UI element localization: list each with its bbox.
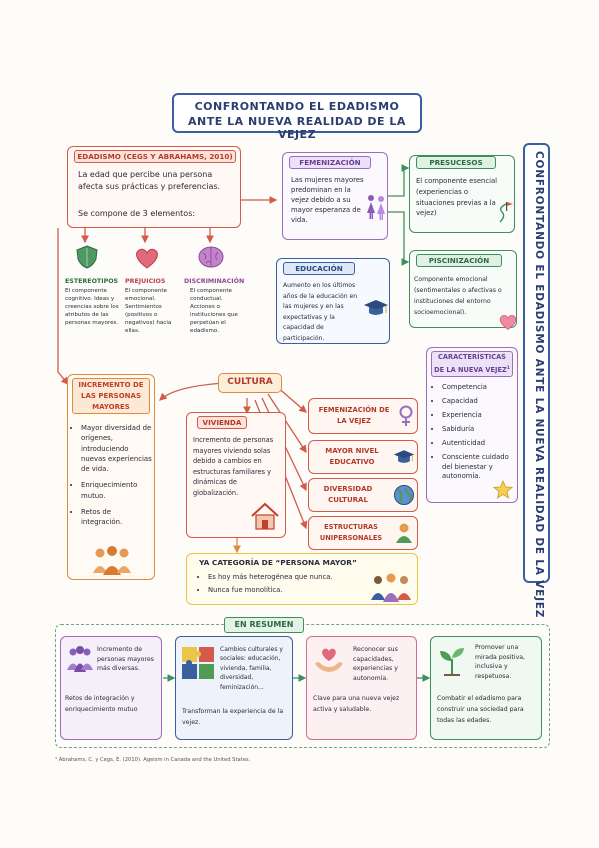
effect-educativo: MAYOR NIVEL EDUCATIVO (308, 440, 418, 474)
categoria-header: YA CATEGORÍA DE “PERSONA MAYOR” (199, 558, 357, 567)
presucesos-header: PRESUCESOS (416, 156, 496, 169)
summary-top-1: Incremento de personas mayores más diver… (97, 646, 154, 672)
element-desc-prejuicios: El componente emocional. Sentimientos (p… (125, 288, 172, 334)
person-icon (396, 523, 412, 543)
summary-step-3: Reconocer sus capacidades, experiencias … (306, 636, 417, 740)
summary-bottom-2: Transforman la experiencia de la vejez. (182, 708, 284, 726)
vivienda-text: Incremento de personas mayores viviendo … (193, 436, 274, 497)
list-item: Sabiduría (442, 425, 517, 435)
globe-icon (394, 485, 414, 505)
list-item: Competencia (442, 383, 517, 393)
heart-icon (499, 315, 517, 330)
categoria-box: YA CATEGORÍA DE “PERSONA MAYOR” Es hoy m… (186, 553, 418, 605)
presucesos-box: PRESUCESOS El componente esencial (exper… (409, 155, 515, 233)
list-item: Experiencia (442, 411, 517, 421)
resumen-header: EN RESUMEN (224, 617, 304, 633)
summary-top-2: Cambios culturales y sociales: educación… (220, 646, 283, 691)
diverse-people-icon (371, 573, 411, 602)
presucesos-text: El componente esencial (experiencias o s… (416, 177, 498, 218)
caracteristicas-header: CARACTERÍSTICAS DE LA NUEVA VEJEZ1 (431, 351, 513, 377)
list-item: Enriquecimiento mutuo. (81, 480, 152, 501)
incremento-box: INCREMENTO DE LAS PERSONAS MAYORES Mayor… (67, 374, 155, 580)
shield-icon (76, 245, 98, 269)
summary-step-4: Promover una mirada positiva, inclusiva … (430, 636, 542, 740)
effect-unipersonales: ESTRUCTURAS UNIPERSONALES (308, 516, 418, 550)
incremento-header: INCREMENTO DE LAS PERSONAS MAYORES (72, 378, 150, 414)
summary-bottom-3: Clave para una nueva vejez activa y salu… (313, 695, 400, 713)
element-name-estereotipos: ESTEREOTIPOS (65, 278, 119, 285)
effect-feminizacion: FEMENIZACIÓN DE LA VEJEZ (308, 398, 418, 434)
piscinizacion-text: Componente emocional (sentimentales o af… (414, 276, 502, 316)
main-title-line1: CONFRONTANDO EL EDADISMO (194, 100, 400, 113)
summary-top-3: Reconocer sus capacidades, experiencias … (353, 646, 398, 682)
feminizacion-box: FEMENIZACIÓN Las mujeres mayores predomi… (282, 152, 388, 240)
categoria-list: Es hoy más heterogénea que nunca. Nunca … (199, 572, 369, 597)
educacion-text: Aumento en los últimos años de la educac… (283, 282, 358, 342)
list-item: Retos de integración. (81, 507, 152, 528)
caracteristicas-list: Competencia Capacidad Experiencia Sabidu… (433, 383, 517, 486)
feminizacion-text: Las mujeres mayores predominan en la vej… (291, 176, 364, 224)
list-item: Es hoy más heterogénea que nunca. (208, 572, 369, 583)
vivienda-header: VIVIENDA (197, 416, 247, 429)
effect-diversidad: DIVERSIDAD CULTURAL (308, 478, 418, 512)
women-icon (367, 195, 385, 220)
graduation-cap-icon (364, 300, 388, 315)
main-title-box: CONFRONTANDO EL EDADISMO ANTE LA NUEVA R… (172, 93, 422, 141)
effect-label: ESTRUCTURAS UNIPERSONALES (319, 523, 383, 542)
list-item: Nunca fue monolítica. (208, 585, 369, 596)
hands-heart-icon (315, 648, 343, 672)
feminizacion-header: FEMENIZACIÓN (289, 156, 371, 169)
puzzle-icon (182, 647, 214, 679)
summary-top-4: Promover una mirada positiva, inclusiva … (475, 644, 525, 680)
edadismo-header: EDADISMO (CEGS Y ABRAHAMS, 2010) (74, 150, 236, 163)
house-icon (251, 502, 279, 530)
element-desc-discriminacion: El componente conductual. Acciones o ins… (190, 288, 238, 334)
element-name-prejuicios: PREJUICIOS (125, 278, 166, 285)
list-item: Mayor diversidad de orígenes, introducie… (81, 423, 152, 474)
element-desc-estereotipos: El componente cognitivo. Ideas y creenci… (65, 288, 119, 326)
group-people-icon (93, 546, 131, 575)
effect-label: DIVERSIDAD CULTURAL (323, 485, 373, 504)
summary-step-1: Incremento de personas mayores más diver… (60, 636, 162, 740)
cultura-label: CULTURA (218, 373, 282, 393)
vertical-title: CONFRONTANDO EL EDADISMO ANTE LA NUEVA R… (533, 151, 545, 619)
female-symbol-icon (399, 405, 413, 426)
summary-bottom-1: Retos de integración y enriquecimiento m… (65, 695, 138, 713)
summary-step-2: Cambios culturales y sociales: educación… (175, 636, 293, 740)
edadismo-subtext: Se compone de 3 elementos: (78, 209, 196, 218)
main-title-line2: ANTE LA NUEVA REALIDAD DE LA VEJEZ (188, 115, 406, 141)
vivienda-box: VIVIENDA Incremento de personas mayores … (186, 412, 286, 538)
group-people-icon (67, 646, 93, 672)
piscinizacion-header: PISCINIZACIÓN (416, 254, 502, 267)
list-item: Capacidad (442, 397, 517, 407)
list-item: Consciente cuidado del bienestar y auton… (442, 453, 517, 482)
caracteristicas-box: CARACTERÍSTICAS DE LA NUEVA VEJEZ1 Compe… (426, 347, 518, 503)
incremento-list: Mayor diversidad de orígenes, introducie… (72, 423, 152, 529)
piscinizacion-box: PISCINIZACIÓN Componente emocional (sent… (409, 250, 517, 330)
list-item: Autenticidad (442, 439, 517, 449)
effect-label: FEMENIZACIÓN DE LA VEJEZ (318, 406, 390, 425)
element-name-discriminacion: DISCRIMINACIÓN (184, 278, 245, 285)
summary-bottom-4: Combatir el edadismo para construir una … (437, 695, 524, 724)
educacion-header: EDUCACIÓN (283, 262, 355, 275)
educacion-box: EDUCACIÓN Aumento en los últimos años de… (276, 258, 390, 344)
heart-icon (136, 248, 158, 269)
footnote: ¹ Abrahams, C. y Cegs, E. (2010). Ageism… (55, 757, 251, 763)
graduation-cap-icon (393, 450, 415, 463)
sprout-icon (440, 648, 464, 676)
edadismo-text: La edad que percibe una persona afecta s… (78, 170, 221, 191)
footnote-marker: 1 (506, 366, 510, 371)
star-icon (493, 480, 513, 499)
edadismo-box: EDADISMO (CEGS Y ABRAHAMS, 2010) La edad… (67, 146, 241, 228)
effect-label: MAYOR NIVEL EDUCATIVO (325, 447, 379, 466)
vertical-title-box: CONFRONTANDO EL EDADISMO ANTE LA NUEVA R… (523, 143, 550, 619)
caracteristicas-title: CARACTERÍSTICAS DE LA NUEVA VEJEZ (434, 353, 507, 375)
path-flag-icon (499, 202, 513, 223)
brain-icon (198, 246, 224, 268)
